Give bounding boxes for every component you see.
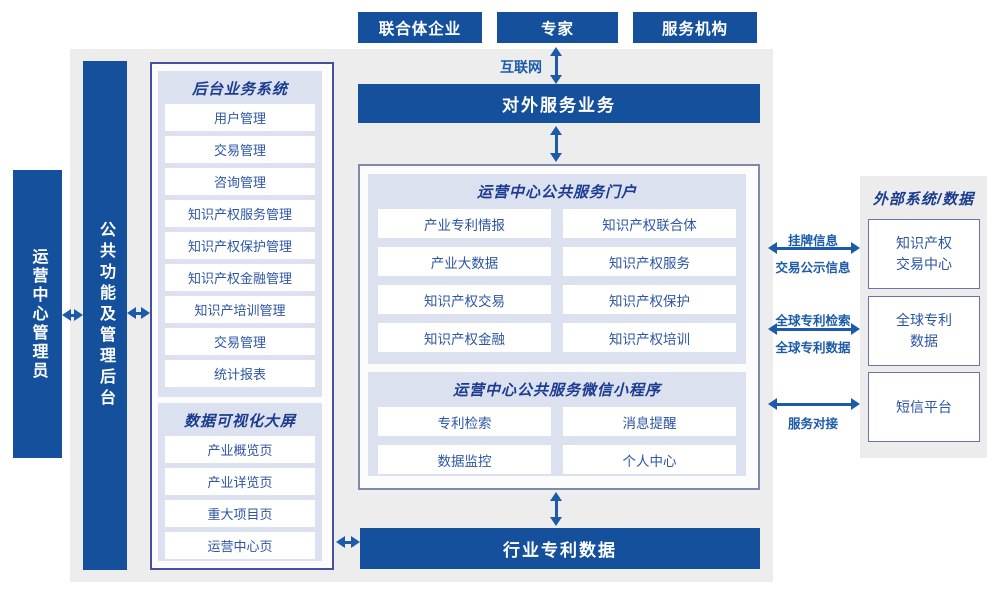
portal-item: 知识产权联合体 bbox=[563, 209, 736, 238]
external-system-label: 全球专利数据 bbox=[896, 312, 952, 349]
link-label-service-connect: 服务对接 bbox=[787, 417, 838, 431]
backend-item: 交易管理 bbox=[165, 328, 315, 355]
portal-item: 知识产权培训 bbox=[563, 323, 736, 352]
dashboard-item: 产业详览页 bbox=[165, 468, 315, 495]
external-system-label: 短信平台 bbox=[896, 398, 952, 415]
double-arrow-sms-icon bbox=[768, 398, 860, 410]
actor-consortium-box: 联合体企业 bbox=[358, 12, 482, 43]
external-service-bar: 对外服务业务 bbox=[358, 84, 760, 123]
backend-item: 知识产权金融管理 bbox=[165, 264, 315, 291]
miniprogram-title: 运营中心公共服务微信小程序 bbox=[452, 382, 661, 399]
double-arrow-service-portal-icon bbox=[550, 126, 562, 162]
double-arrow-admin-backend-icon bbox=[127, 307, 150, 319]
backend-item-list: 用户管理 交易管理 咨询管理 知识产权服务管理 知识产权保护管理 知识产权金融管… bbox=[158, 104, 322, 387]
miniprogram-item: 个人中心 bbox=[563, 445, 736, 474]
portal-item: 产业专利情报 bbox=[378, 209, 551, 238]
backend-item: 交易管理 bbox=[165, 136, 315, 163]
industry-patent-data-bar: 行业专利数据 bbox=[360, 528, 760, 569]
dashboard-title: 数据可视化大屏 bbox=[183, 413, 296, 430]
portal-item: 产业大数据 bbox=[378, 247, 551, 276]
link-label-listing-info: 挂牌信息 bbox=[787, 234, 838, 248]
internet-label: 互联网 bbox=[500, 59, 542, 75]
double-arrow-dashboard-patentdata-icon bbox=[336, 536, 360, 548]
portal-item-grid: 产业专利情报 知识产权联合体 产业大数据 知识产权服务 知识产权交易 知识产权保… bbox=[368, 202, 746, 352]
portal-title: 运营中心公共服务门户 bbox=[476, 184, 637, 201]
portal-panel: 运营中心公共服务门户 产业专利情报 知识产权联合体 产业大数据 知识产权服务 知… bbox=[368, 174, 746, 364]
link-label-trade-publicity: 交易公示信息 bbox=[775, 261, 851, 275]
portal-item: 知识产权金融 bbox=[378, 323, 551, 352]
backend-title: 后台业务系统 bbox=[191, 81, 288, 98]
portal-item: 知识产权服务 bbox=[563, 247, 736, 276]
external-system-box: 知识产权交易中心 bbox=[868, 219, 980, 289]
backend-item: 知识产权服务管理 bbox=[165, 200, 315, 227]
dashboard-item: 运营中心页 bbox=[165, 532, 315, 559]
backend-panel: 后台业务系统 用户管理 交易管理 咨询管理 知识产权服务管理 知识产权保护管理 … bbox=[158, 71, 322, 397]
backend-item: 知识产权保护管理 bbox=[165, 232, 315, 259]
actor-experts-box: 专家 bbox=[497, 12, 618, 43]
backend-item: 咨询管理 bbox=[165, 168, 315, 195]
miniprogram-item: 数据监控 bbox=[378, 445, 551, 474]
external-system-label: 知识产权交易中心 bbox=[896, 235, 952, 272]
backend-item: 用户管理 bbox=[165, 104, 315, 131]
miniprogram-panel: 运营中心公共服务微信小程序 专利检索 消息提醒 数据监控 个人中心 bbox=[368, 372, 746, 476]
portal-outer-box: 运营中心公共服务门户 产业专利情报 知识产权联合体 产业大数据 知识产权服务 知… bbox=[358, 164, 760, 490]
link-label-global-patent-data: 全球专利数据 bbox=[775, 341, 851, 355]
admin-backend-bar: 公共功能及管理后台 bbox=[83, 61, 127, 570]
dashboard-item-list: 产业概览页 产业详览页 重大项目页 运营中心页 bbox=[158, 436, 322, 559]
backend-outer-box: 后台业务系统 用户管理 交易管理 咨询管理 知识产权服务管理 知识产权保护管理 … bbox=[150, 62, 334, 570]
dashboard-item: 产业概览页 bbox=[165, 436, 315, 463]
miniprogram-item: 专利检索 bbox=[378, 407, 551, 436]
actor-agencies-box: 服务机构 bbox=[633, 12, 757, 43]
operator-admin-bar: 运营中心管理员 bbox=[13, 170, 62, 458]
double-arrow-internet-icon bbox=[550, 47, 562, 84]
portal-item: 知识产权保护 bbox=[563, 285, 736, 314]
dashboard-panel: 数据可视化大屏 产业概览页 产业详览页 重大项目页 运营中心页 bbox=[158, 403, 322, 561]
backend-item: 统计报表 bbox=[165, 360, 315, 387]
external-system-box: 全球专利数据 bbox=[868, 296, 980, 366]
miniprogram-item-grid: 专利检索 消息提醒 数据监控 个人中心 bbox=[368, 400, 746, 474]
double-arrow-operator-admin-icon bbox=[62, 309, 83, 321]
double-arrow-trade-center-icon bbox=[768, 242, 860, 254]
double-arrow-portal-patentdata-icon bbox=[550, 492, 562, 526]
backend-item: 知识产培训管理 bbox=[165, 296, 315, 323]
dashboard-item: 重大项目页 bbox=[165, 500, 315, 527]
external-systems-title: 外部系统/数据 bbox=[872, 191, 975, 208]
miniprogram-item: 消息提醒 bbox=[563, 407, 736, 436]
link-label-global-patent-search: 全球专利检索 bbox=[775, 314, 851, 328]
external-system-box: 短信平台 bbox=[868, 372, 980, 442]
double-arrow-global-patent-icon bbox=[768, 323, 860, 335]
portal-item: 知识产权交易 bbox=[378, 285, 551, 314]
